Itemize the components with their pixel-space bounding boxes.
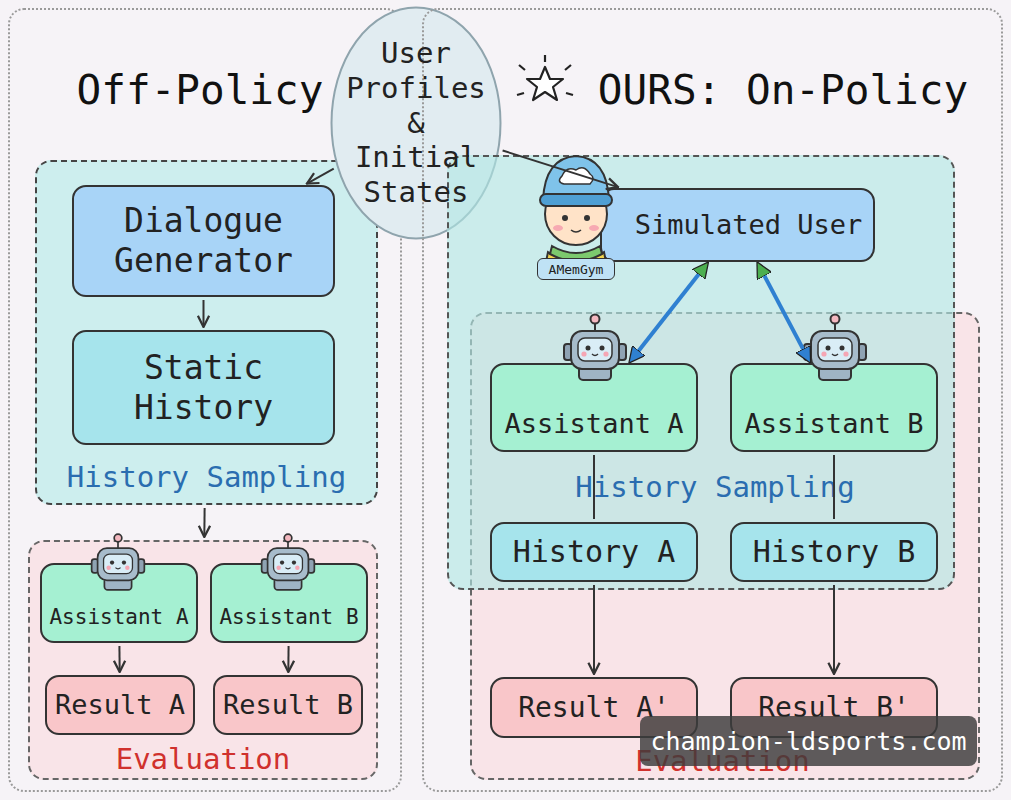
node-label: Assistant B bbox=[745, 408, 924, 440]
node-label: Assistant B bbox=[219, 605, 358, 630]
node-label: Simulated User bbox=[635, 209, 863, 241]
flow-arrow bbox=[287, 646, 289, 672]
panel-frame: OURS: On-PolicyEvaluationResult A'Result… bbox=[422, 8, 1003, 792]
flow-arrow bbox=[833, 585, 835, 674]
node-label: User Profiles & Initial States bbox=[341, 36, 491, 210]
flow-arrow bbox=[503, 150, 618, 187]
flow-arrow bbox=[118, 646, 120, 672]
flow-line bbox=[833, 455, 835, 519]
robot-icon bbox=[92, 534, 145, 590]
flow-arrow bbox=[593, 585, 595, 674]
group-heading: Evaluation bbox=[30, 742, 376, 777]
node-label: Assistant A bbox=[505, 408, 684, 440]
group-heading: Off-Policy bbox=[20, 66, 380, 115]
node-label: Static History bbox=[80, 348, 327, 427]
process-box: Dialogue Generator bbox=[72, 185, 335, 297]
input-ellipse: User Profiles & Initial States bbox=[330, 6, 502, 240]
bidirectional-arrow bbox=[631, 264, 707, 360]
flow-line bbox=[593, 455, 595, 519]
group-heading: History Sampling bbox=[40, 460, 373, 495]
agent-box: Assistant A bbox=[40, 563, 198, 643]
star-icon bbox=[517, 55, 573, 100]
node-label: Assistant A bbox=[49, 605, 188, 630]
history-box: History B bbox=[730, 522, 938, 582]
node-label: History A bbox=[513, 534, 676, 570]
group-heading: History Sampling bbox=[480, 470, 950, 505]
agent-box: Assistant A bbox=[490, 363, 698, 452]
user-character bbox=[540, 156, 612, 270]
robot-icon bbox=[564, 315, 626, 381]
flow-arrow bbox=[203, 300, 205, 327]
node-label: Result B bbox=[223, 689, 353, 721]
history-box: History A bbox=[490, 522, 698, 582]
robot-icon bbox=[804, 315, 866, 381]
watermark: champion-ldsports.com bbox=[640, 716, 977, 766]
result-box: Result A bbox=[45, 675, 195, 735]
bidirectional-arrow bbox=[758, 265, 809, 361]
agent-box: Assistant B bbox=[730, 363, 938, 452]
robot-icon bbox=[262, 534, 315, 590]
group-box: History Sampling Simulated UserAssistant … bbox=[447, 155, 955, 590]
group-box: Evaluation Assistant A Assistant B Result A… bbox=[28, 540, 378, 780]
node-label: Dialogue Generator bbox=[80, 201, 327, 280]
group-box: History Sampling Dialogue GeneratorStatic… bbox=[35, 160, 378, 505]
flow-arrow bbox=[203, 508, 205, 537]
node-label: Result A bbox=[55, 689, 185, 721]
flow-arrow bbox=[307, 169, 334, 184]
group-heading: OURS: On-Policy bbox=[583, 66, 983, 115]
agent-box: Simulated User bbox=[600, 188, 875, 262]
process-box: Static History bbox=[72, 330, 335, 445]
result-box: Result B bbox=[213, 675, 363, 735]
node-label: History B bbox=[753, 534, 916, 570]
tool-badge: AMemGym bbox=[537, 258, 615, 280]
agent-box: Assistant B bbox=[210, 563, 368, 643]
